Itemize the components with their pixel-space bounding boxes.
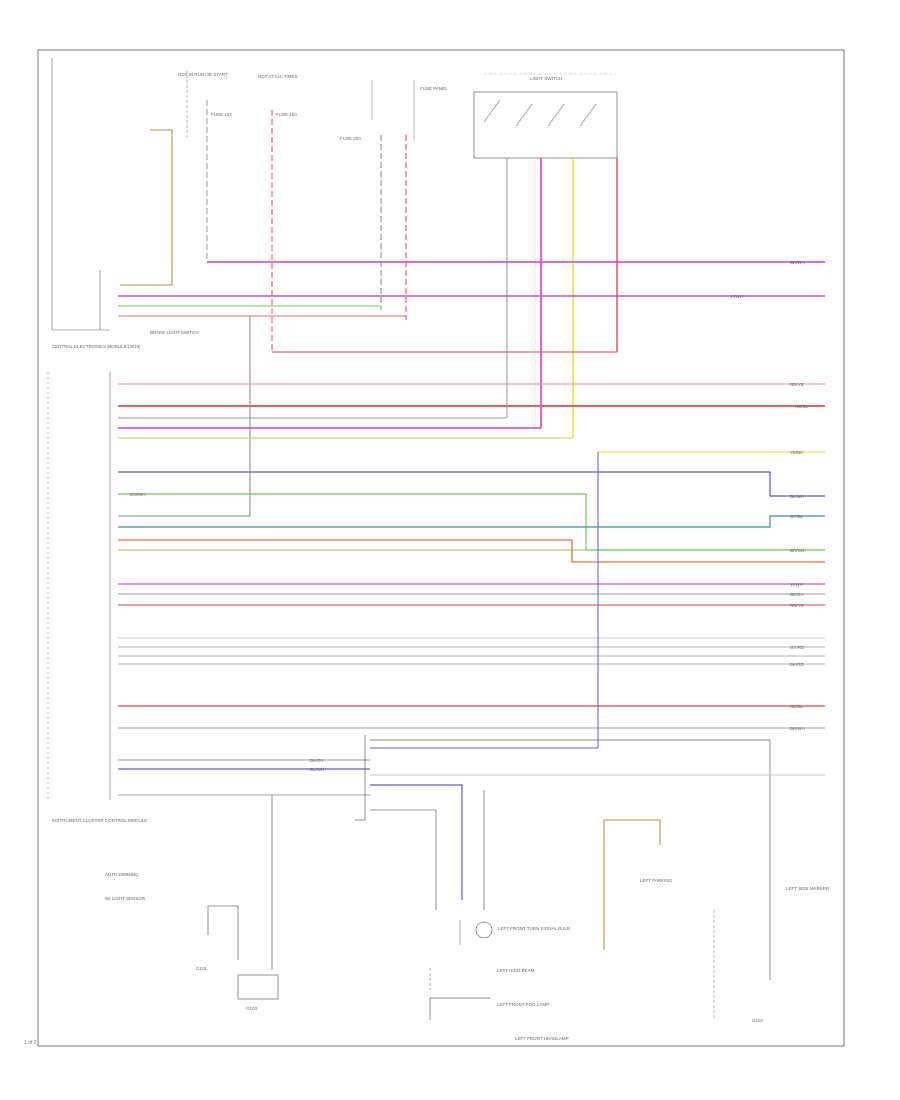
wire-label-11: RD/YE bbox=[790, 603, 804, 608]
wire-label-8: BR/GN bbox=[790, 548, 804, 553]
wire-label-16: GN/WH bbox=[130, 492, 146, 497]
wire-label-15: BK/WH bbox=[790, 726, 805, 731]
wire-brake-switch bbox=[118, 316, 251, 517]
wire-tan-top bbox=[120, 129, 173, 286]
label-left-front-turn: LEFT FRONT TURN SIGNAL BULB bbox=[498, 926, 570, 931]
label-left-high-beam: LEFT HIGH BEAM bbox=[497, 968, 535, 973]
label-legend-2: W/ LIGHT SENSOR bbox=[105, 896, 146, 901]
wire-label-6: BL/WH bbox=[790, 494, 804, 499]
wire-gnd-left bbox=[207, 905, 239, 960]
label-gnd-mid: G103 bbox=[246, 1006, 258, 1011]
wire-label-17: BL/WH bbox=[310, 767, 324, 772]
wire-label-2: VI/WH bbox=[730, 294, 743, 299]
wire-label-14: RD/BL bbox=[790, 704, 804, 709]
label-fuse-1: FUSE 10A bbox=[211, 112, 232, 117]
wire-label-12: GY/RD bbox=[790, 645, 805, 650]
wire-label-10: BK/GY bbox=[790, 592, 804, 597]
wire-label-1: BK/WH bbox=[790, 260, 805, 265]
label-fuse-panel: FUSE PANEL bbox=[420, 86, 448, 91]
wire-label-3: RD/YE bbox=[790, 382, 804, 387]
label-light-switch: LIGHT SWITCH bbox=[530, 76, 562, 81]
label-gnd-left: G101 bbox=[196, 966, 208, 971]
wire-label-7: GY/BL bbox=[790, 514, 804, 519]
wire-bottom-b bbox=[370, 809, 437, 910]
label-instrument-cluster: INSTRUMENT CLUSTER CONTROL MODULE bbox=[52, 818, 147, 823]
label-left-fog: LEFT FRONT FOG LAMP bbox=[497, 1002, 549, 1007]
label-legend-1: AUTO DIMMING bbox=[105, 872, 139, 877]
label-brake-light-switch: BRAKE LIGHT SWITCH bbox=[150, 330, 199, 335]
central-electronics-module bbox=[47, 372, 111, 800]
wire-label-18: BK/GY bbox=[310, 758, 324, 763]
label-hot-at-all-times: HOT AT ALL TIMES bbox=[258, 74, 298, 79]
light-switch bbox=[473, 73, 618, 159]
wire-label-9: VI/WH bbox=[790, 582, 803, 587]
page-number: 1 of 2 bbox=[24, 1040, 37, 1046]
wire-label-13: BK/RD bbox=[790, 662, 805, 667]
junction-bracket bbox=[355, 735, 825, 821]
label-hot-in-run: HOT IN RUN OR START bbox=[178, 72, 228, 77]
fuse-panel bbox=[186, 70, 415, 140]
wire-label-5: YE/BK bbox=[790, 450, 803, 455]
label-fuse-2: FUSE 15A bbox=[276, 112, 297, 117]
label-gnd-right: G102 bbox=[752, 1018, 764, 1023]
label-parking: LEFT PARKING bbox=[640, 878, 673, 883]
diagram-frame bbox=[37, 49, 845, 1047]
label-side-marker: LEFT SIDE MARKER bbox=[786, 886, 830, 891]
fuse-block-left bbox=[51, 58, 110, 331]
label-module: CENTRAL ELECTRONICS MODULE (J519) bbox=[52, 344, 141, 349]
label-left-headlamp: LEFT FRONT HEADLAMP bbox=[515, 1036, 569, 1041]
wire-tan-ground bbox=[603, 819, 661, 950]
left-fog-lamp-box bbox=[237, 974, 279, 1000]
wire-label-4: RD/BL bbox=[795, 404, 809, 409]
wire-bottom-a bbox=[370, 784, 463, 900]
label-fuse-3: FUSE 20A bbox=[340, 136, 361, 141]
module-wires bbox=[118, 383, 825, 796]
left-headlamp-bracket bbox=[429, 968, 490, 1020]
left-front-turn-bulb bbox=[459, 920, 493, 945]
